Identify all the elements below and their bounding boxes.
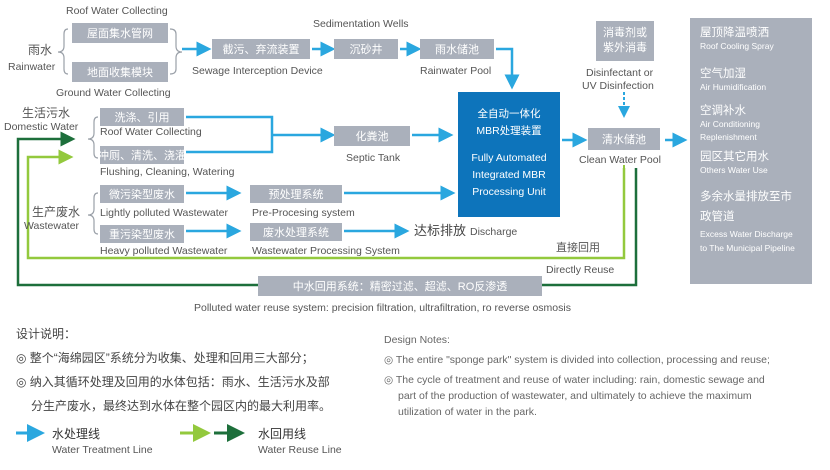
interception-en-label: Sewage Interception Device: [192, 65, 323, 77]
interception-box: 截污、弃流装置: [212, 39, 310, 59]
notes-en-title: Design Notes:: [384, 334, 450, 346]
light-polluted-box: 微污染型废水: [100, 185, 184, 203]
washing-box: 洗涤、引用: [100, 108, 184, 126]
use-2-en: Air Conditioning Replenishment: [700, 119, 761, 142]
mbr-processing-unit: 全自动一体化 MBR处理装置 Fully Automated Integrate…: [458, 92, 560, 217]
disinfect-zh-line2: 紫外消毒: [603, 42, 647, 54]
flushing-en-label: Flushing, Cleaning, Watering: [100, 166, 235, 178]
legend-reuse-en: Water Reuse Line: [258, 444, 342, 456]
notes-zh-title: 设计说明：: [16, 327, 77, 341]
heavy-polluted-box: 重污染型废水: [100, 225, 184, 243]
direct-reuse-zh-label: 直接回用: [556, 242, 600, 254]
septic-tank-box: 化粪池: [334, 126, 410, 146]
disinfect-en-line2: UV Disinfection: [582, 80, 654, 92]
use-3-en: Others Water Use: [700, 165, 768, 175]
heavy-polluted-en-label: Heavy polluted Wastewater: [100, 245, 228, 257]
septic-tank-en-label: Septic Tank: [346, 152, 401, 164]
use-0-en: Roof Cooling Spray: [700, 41, 774, 51]
use-4-zh: 多余水量排放至市政管道: [700, 191, 792, 223]
notes-en-item2c: utilization of water in the park.: [398, 406, 537, 418]
mbr-en-line2: Integrated MBR: [472, 169, 546, 181]
light-polluted-en-label: Lightly polluted Wastewater: [100, 207, 229, 219]
roof-collecting-box: 屋面集水管网: [72, 23, 168, 43]
legend-treatment-en: Water Treatment Line: [52, 444, 153, 456]
reuse-system-en-label: Polluted water reuse system: precision f…: [194, 302, 571, 314]
notes-zh-item2a: ◎ 纳入其循环处理及回用的水体包括：雨水、生活污水及部: [16, 375, 330, 389]
roof-water-collecting-label: Roof Water Collecting: [66, 5, 168, 17]
rainwater-en-label: Rainwater: [8, 61, 56, 73]
notes-en-item2b: part of the production of wastewater, an…: [398, 390, 752, 402]
discharge-en-label: Discharge: [470, 226, 518, 238]
wastewater-processing-box: 废水处理系统: [250, 223, 342, 241]
pre-processing-box: 预处理系统: [250, 185, 342, 203]
mbr-en-line3: Processing Unit: [472, 186, 546, 198]
domestic-zh-label: 生活污水: [22, 106, 71, 120]
water-uses-panel: 屋顶降温喷洒 Roof Cooling Spray 空气加湿 Air Humid…: [690, 18, 812, 284]
notes-en-item1: ◎ The entire "sponge park" system is div…: [384, 354, 770, 366]
domestic-en-label: Domestic Water: [4, 121, 79, 133]
ground-collecting-box: 地面收集模块: [72, 62, 168, 82]
production-en-label: Wastewater: [24, 220, 80, 232]
production-zh-label: 生产废水: [32, 205, 81, 219]
notes-zh-item1: ◎ 整个“海绵园区”系统分为收集、处理和回用三大部分；: [16, 351, 314, 365]
mbr-zh-line1: 全自动一体化: [477, 108, 541, 120]
use-4-en: Excess Water Discharge to The Municipal …: [700, 229, 795, 253]
sedimentation-box: 沉砂井: [334, 39, 398, 59]
use-1-zh: 空气加湿: [700, 68, 746, 80]
use-0-zh: 屋顶降温喷洒: [700, 27, 769, 39]
rainwater-pool-en-label: Rainwater Pool: [420, 65, 492, 77]
notes-zh: 设计说明： ◎ 整个“海绵园区”系统分为收集、处理和回用三大部分； ◎ 纳入其循…: [16, 322, 331, 418]
use-3-zh: 园区其它用水: [700, 151, 769, 163]
washing-en-label: Roof Water Collecting: [100, 126, 202, 138]
rainwater-pool-box: 雨水储池: [420, 39, 494, 59]
disinfect-en-line1: Disinfectant or: [586, 67, 654, 79]
legend-treatment-zh: 水处理线: [52, 427, 101, 441]
legend-reuse-zh: 水回用线: [258, 427, 307, 441]
clean-water-pool-box: 清水储池: [588, 128, 660, 150]
discharge-zh-label: 达标排放: [414, 223, 467, 238]
notes-en: Design Notes: ◎ The entire "sponge park"…: [384, 332, 770, 420]
reuse-system-box: 中水回用系统：精密过滤、超滤、RO反渗透: [258, 276, 542, 296]
sedimentation-en-label: Sedimentation Wells: [313, 18, 409, 30]
rainwater-zh-label: 雨水: [28, 43, 53, 57]
mbr-zh-line2: MBR处理装置: [476, 125, 542, 137]
disinfectant-box: 消毒剂或 紫外消毒: [596, 21, 654, 61]
flushing-box: 冲厕、清洗、浇灌: [98, 146, 186, 164]
disinfect-zh-line1: 消毒剂或: [603, 27, 647, 39]
use-1-en: Air Humidification: [700, 82, 767, 92]
use-2-zh: 空调补水: [700, 105, 746, 117]
wastewater-processing-en-label: Wastewater Processing System: [252, 245, 400, 257]
ground-water-collecting-label: Ground Water Collecting: [56, 87, 171, 99]
pre-processing-en-label: Pre-Procesing system: [252, 207, 355, 219]
clean-water-pool-en-label: Clean Water Pool: [579, 154, 661, 166]
direct-reuse-en-label: Directly Reuse: [546, 264, 615, 276]
notes-zh-item2b: 分生产废水，最终达到水体在整个园区内的最大利用率。: [31, 399, 332, 413]
notes-en-item2a: ◎ The cycle of treatment and reuse of wa…: [384, 374, 765, 386]
mbr-en-line1: Fully Automated: [471, 152, 547, 164]
